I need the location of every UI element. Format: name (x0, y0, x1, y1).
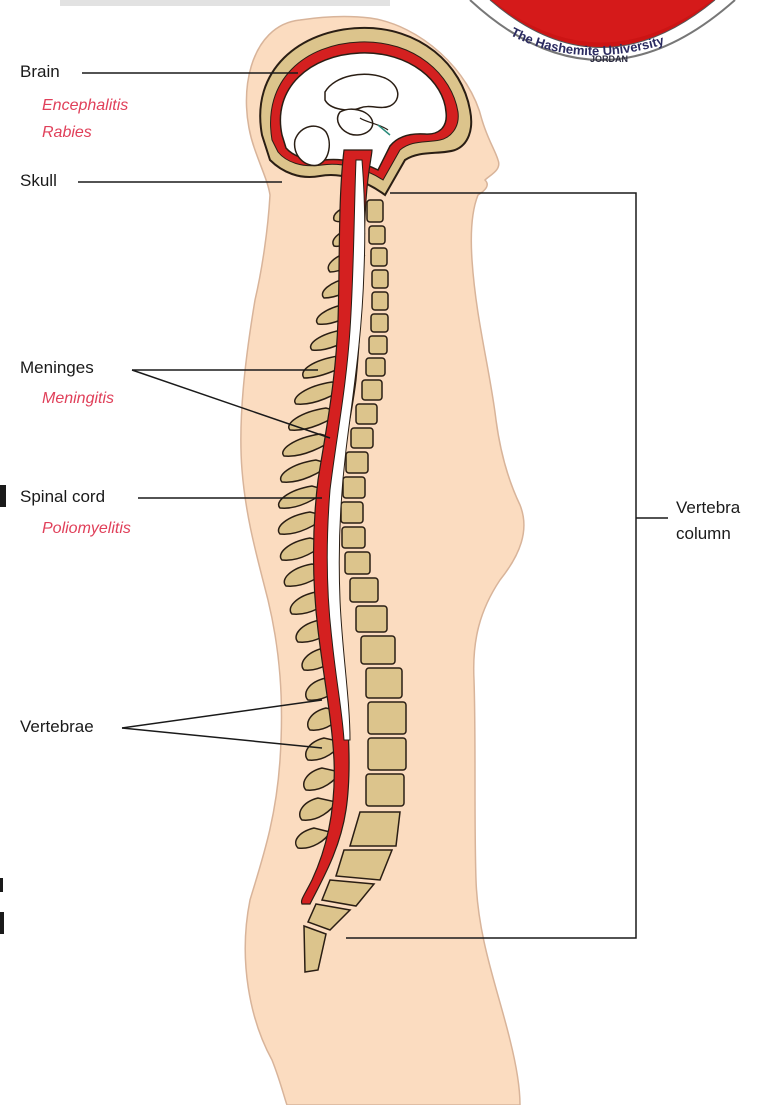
label-meninges: Meninges (20, 358, 94, 378)
seal-country: JORDAN (590, 54, 628, 64)
label-spinal-cord: Spinal cord (20, 487, 105, 507)
university-seal: The Hashemite University JORDAN (470, 0, 735, 64)
disease-meningitis: Meningitis (42, 390, 114, 408)
label-brain: Brain (20, 62, 60, 82)
label-skull: Skull (20, 171, 57, 191)
label-vertebral-column-1: Vertebra (676, 498, 740, 518)
disease-encephalitis: Encephalitis (42, 97, 128, 115)
disease-rabies: Rabies (42, 124, 92, 142)
scan-fragment (0, 878, 3, 892)
scan-remnant (60, 0, 390, 6)
label-vertebral-column-2: column (676, 524, 731, 544)
label-vertebrae: Vertebrae (20, 717, 94, 737)
scan-fragment (0, 485, 6, 507)
scan-fragment (0, 912, 4, 934)
disease-poliomyelitis: Poliomyelitis (42, 520, 131, 538)
